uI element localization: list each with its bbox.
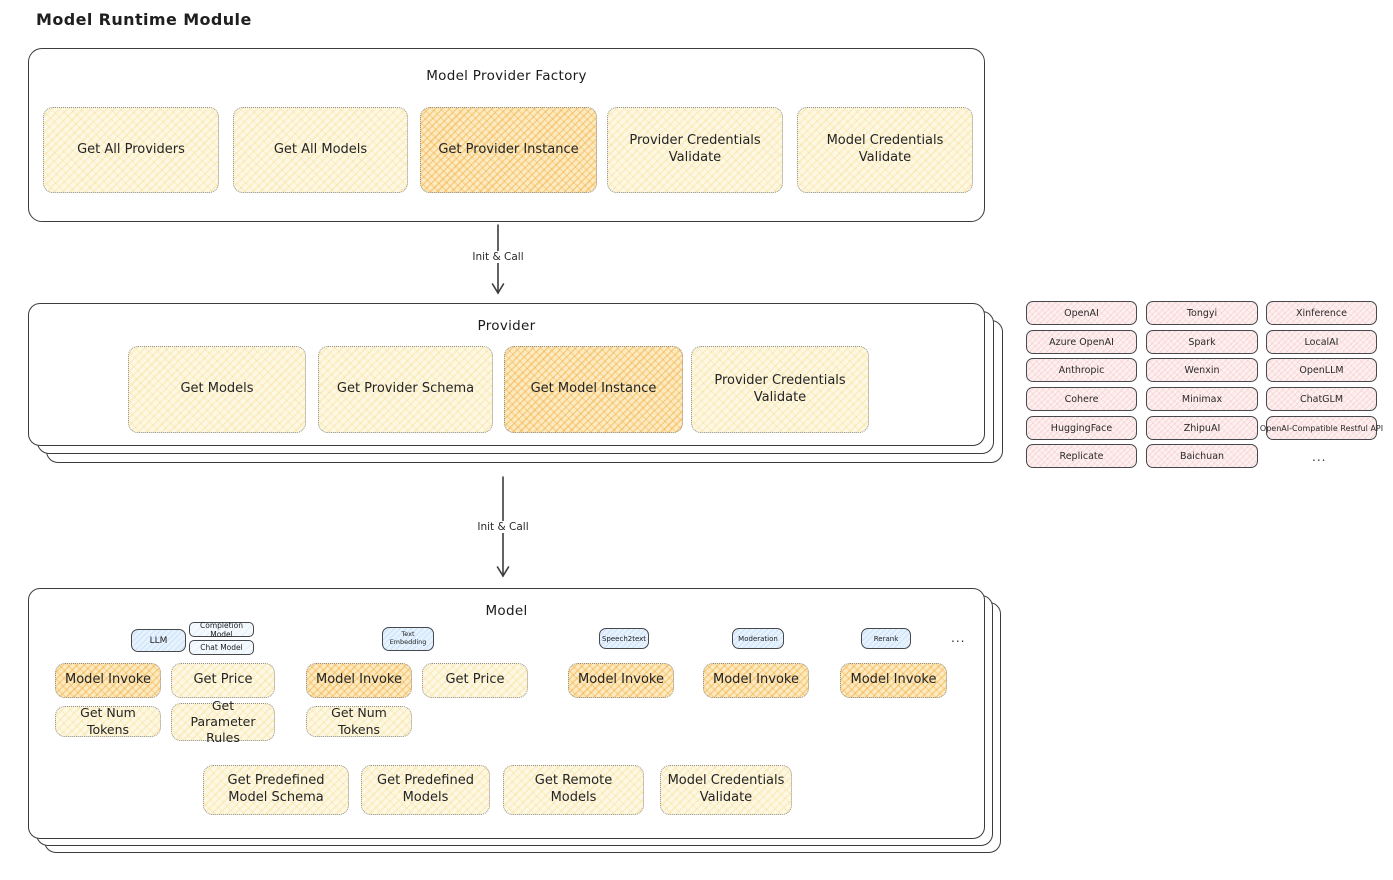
tag-chat-model: Chat Model (189, 640, 254, 655)
arrow-label-init-call-1: Init & Call (467, 251, 529, 263)
model-box-llm-get-num-tokens: Get Num Tokens (55, 705, 161, 737)
tag-rerank: Rerank (861, 628, 911, 649)
tag-completion-model: Completion Model (189, 621, 254, 639)
provider-box-get-models: Get Models (128, 346, 306, 433)
model-box-get-predefined-model-schema: Get Predefined Model Schema (203, 765, 349, 815)
provider-cell-openai-compatible: OpenAI-Compatible Restful API (1260, 416, 1383, 440)
model-box-speech2text-model-invoke: Model Invoke (568, 663, 674, 698)
provider-panel-title: Provider (477, 318, 536, 334)
model-box-text-embedding-get-price: Get Price (422, 663, 528, 698)
model-box-rerank-model-invoke: Model Invoke (840, 663, 947, 698)
tag-moderation: Moderation (732, 628, 784, 649)
tag-speech2text: Speech2text (599, 628, 649, 649)
provider-cell-spark: Spark (1146, 330, 1258, 354)
page-title: Model Runtime Module (36, 10, 252, 29)
provider-box-get-provider-schema: Get Provider Schema (318, 346, 493, 433)
model-box-get-remote-models: Get Remote Models (503, 765, 644, 815)
model-box-llm-model-invoke: Model Invoke (55, 663, 161, 698)
model-box-llm-get-price: Get Price (171, 663, 275, 698)
factory-box-model-credentials-validate: Model Credentials Validate (797, 107, 973, 193)
model-box-get-predefined-models: Get Predefined Models (361, 765, 490, 815)
provider-cell-baichuan: Baichuan (1146, 444, 1258, 468)
model-box-text-embedding-get-num-tokens: Get Num Tokens (306, 705, 412, 737)
model-box-moderation-model-invoke: Model Invoke (703, 663, 809, 698)
model-panel-title: Model (485, 603, 528, 619)
provider-grid-more: ... (1312, 450, 1327, 464)
provider-cell-openllm: OpenLLM (1266, 358, 1377, 382)
provider-cell-tongyi: Tongyi (1146, 301, 1258, 325)
model-panel: Model LLM Completion Model Chat Model Te… (28, 588, 985, 839)
provider-box-get-model-instance: Get Model Instance (504, 346, 683, 433)
provider-cell-anthropic: Anthropic (1026, 358, 1137, 382)
factory-panel-title: Model Provider Factory (426, 68, 587, 84)
model-box-model-credentials-validate: Model Credentials Validate (660, 765, 792, 815)
provider-cell-wenxin: Wenxin (1146, 358, 1258, 382)
provider-panel: Provider Get Models Get Provider Schema … (28, 303, 985, 446)
factory-box-get-provider-instance: Get Provider Instance (420, 107, 597, 193)
provider-cell-xinference: Xinference (1266, 301, 1377, 325)
factory-box-get-all-providers: Get All Providers (43, 107, 219, 193)
provider-cell-minimax: Minimax (1146, 387, 1258, 411)
provider-cell-zhipuai: ZhipuAI (1146, 416, 1258, 440)
model-tags-more: ... (951, 631, 966, 645)
model-box-llm-get-parameter-rules: Get Parameter Rules (171, 698, 275, 745)
provider-cell-cohere: Cohere (1026, 387, 1137, 411)
tag-text-embedding: Text Embedding (382, 627, 434, 651)
provider-cell-openai: OpenAI (1026, 301, 1137, 325)
arrow-label-init-call-2: Init & Call (472, 521, 534, 533)
provider-cell-huggingface: HuggingFace (1026, 416, 1137, 440)
factory-panel: Model Provider Factory Get All Providers… (28, 48, 985, 222)
provider-cell-replicate: Replicate (1026, 444, 1137, 468)
tag-llm: LLM (131, 629, 186, 652)
provider-cell-chatglm: ChatGLM (1266, 387, 1377, 411)
factory-box-provider-credentials-validate: Provider Credentials Validate (607, 107, 783, 193)
provider-cell-azure-openai: Azure OpenAI (1026, 330, 1137, 354)
model-box-text-embedding-model-invoke: Model Invoke (306, 663, 412, 698)
provider-box-provider-credentials-validate: Provider Credentials Validate (691, 346, 869, 433)
factory-box-get-all-models: Get All Models (233, 107, 408, 193)
provider-cell-localai: LocalAI (1266, 330, 1377, 354)
